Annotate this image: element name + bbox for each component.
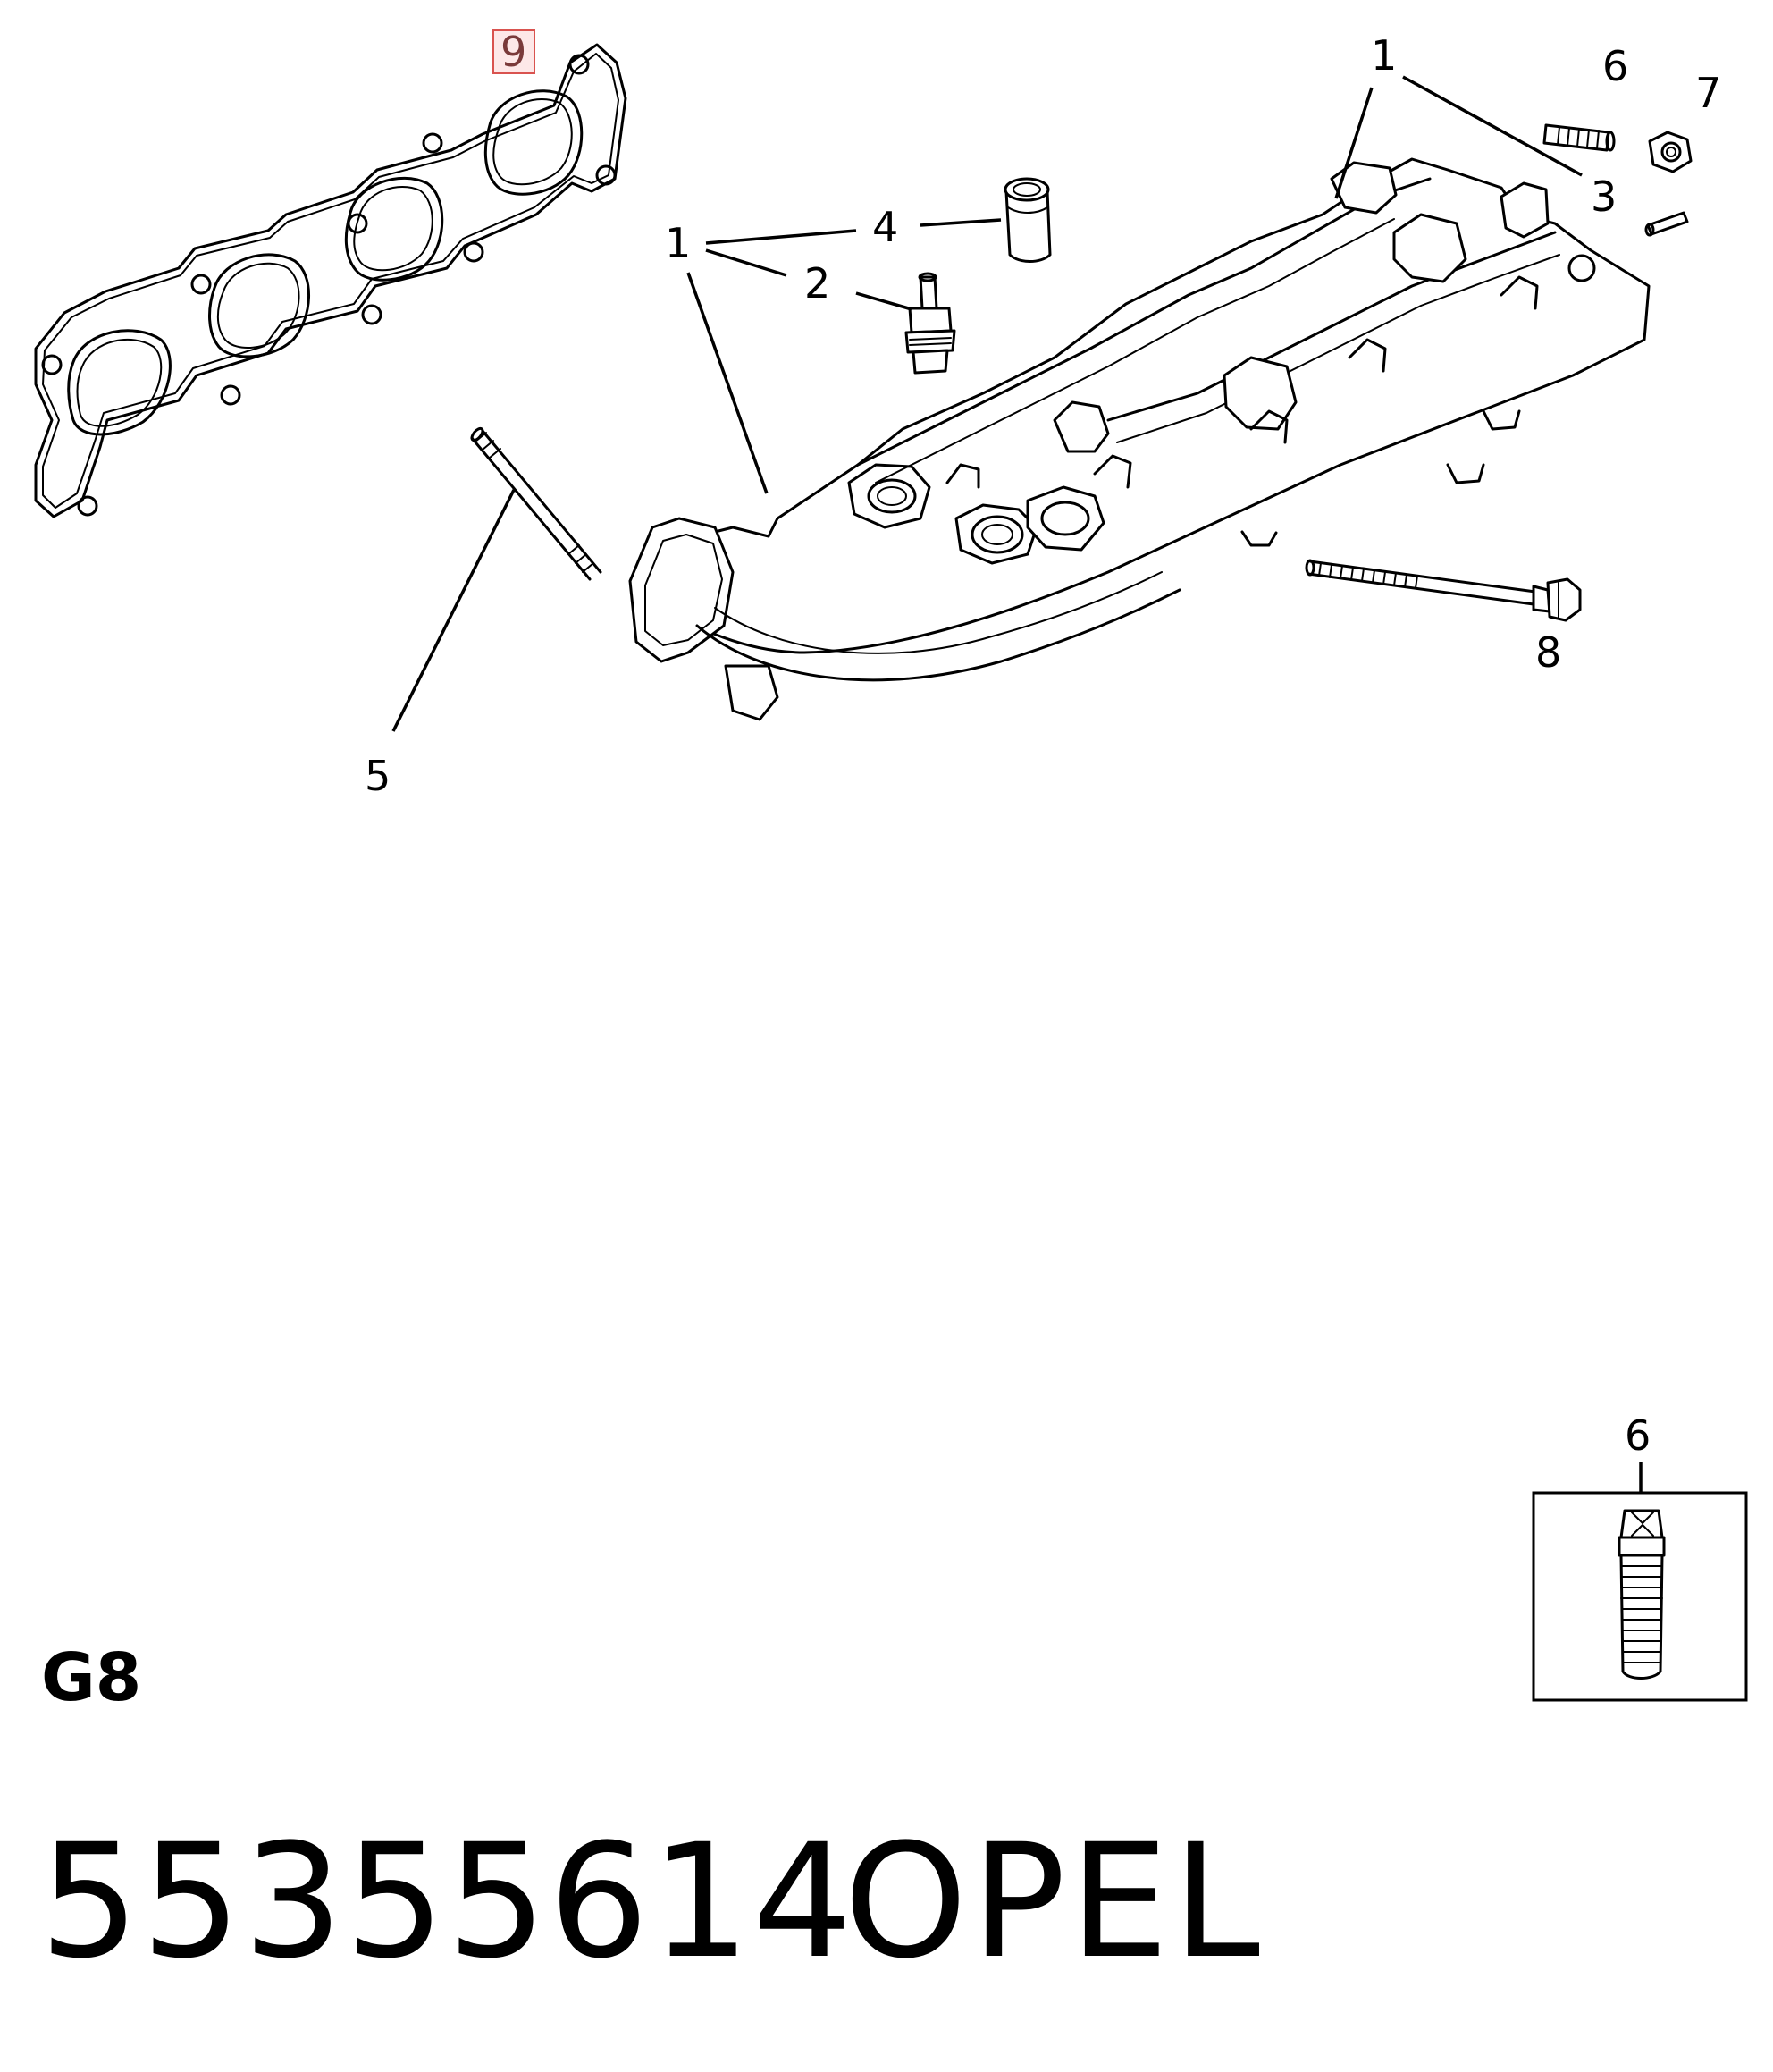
exhaust-manifold-part-1[interactable] (628, 157, 1651, 721)
callout-1-left[interactable]: 1 (665, 219, 691, 267)
sleeve-part-4[interactable] (1004, 177, 1052, 263)
part-number: 55355614 (39, 1810, 854, 1993)
stud-part-5[interactable] (470, 426, 602, 581)
leader-1b-to-4 (705, 229, 857, 245)
gasket-bolt-hole (190, 274, 212, 295)
gasket-bolt-hole (463, 241, 484, 263)
callout-9-highlighted[interactable]: 9 (492, 28, 535, 76)
model-label: G8 (41, 1639, 142, 1716)
gasket-port-2 (208, 253, 310, 358)
gasket-bolt-hole (41, 354, 63, 375)
callout-8[interactable]: 8 (1535, 628, 1561, 677)
leader-lines (391, 75, 1583, 732)
gasket-port-1 (67, 329, 172, 436)
callout-9-highlight-box (492, 29, 535, 74)
callout-5[interactable]: 5 (365, 752, 391, 800)
stud-part-6[interactable] (1542, 123, 1616, 152)
manifold-runner-3 (1026, 485, 1105, 552)
leader-1b-to-2 (705, 248, 787, 277)
leader-1a-to-manifold (1334, 87, 1374, 199)
gasket-bolt-hole (77, 495, 98, 517)
brand-name: OPEL (844, 1810, 1264, 1993)
callout-6-top[interactable]: 6 (1602, 42, 1628, 90)
bolt-part-8[interactable] (1305, 559, 1582, 622)
callout-3[interactable]: 3 (1591, 173, 1617, 221)
gasket-bolt-hole (595, 164, 617, 186)
leader-2-to-sensor (855, 291, 912, 311)
gasket-bolt-hole (422, 132, 443, 154)
sensor-part-2[interactable] (904, 272, 956, 375)
callout-4[interactable]: 4 (872, 203, 898, 251)
leader-1b-to-manifold (686, 272, 769, 494)
callout-6-detail: 6 (1625, 1411, 1651, 1460)
leader-1a-to-3 (1402, 75, 1583, 177)
leader-5-to-stud (391, 489, 516, 732)
gasket-bolt-hole (347, 213, 368, 234)
callout-9: 9 (500, 28, 526, 76)
manifold-runner-1 (847, 463, 931, 529)
gasket-port-3 (344, 176, 444, 282)
nut-part-7[interactable] (1648, 131, 1693, 173)
gasket-bolt-hole (568, 54, 590, 75)
callout-1-top[interactable]: 1 (1371, 31, 1397, 80)
gasket-port-4 (483, 89, 584, 196)
detail-box-part-6[interactable]: 6 (1532, 1411, 1748, 1702)
gasket-bolt-hole (361, 304, 382, 325)
pin-part-3[interactable] (1644, 211, 1689, 237)
manifold-top-clips (945, 275, 1539, 489)
callout-2[interactable]: 2 (804, 259, 830, 307)
gasket-bolt-hole (220, 384, 241, 406)
callout-7[interactable]: 7 (1695, 69, 1721, 117)
gasket-part-9[interactable] (34, 43, 627, 518)
leader-4-to-sleeve (920, 218, 1002, 227)
manifold-runner-2 (954, 503, 1038, 565)
detail-stud-drawing (1618, 1509, 1666, 1680)
